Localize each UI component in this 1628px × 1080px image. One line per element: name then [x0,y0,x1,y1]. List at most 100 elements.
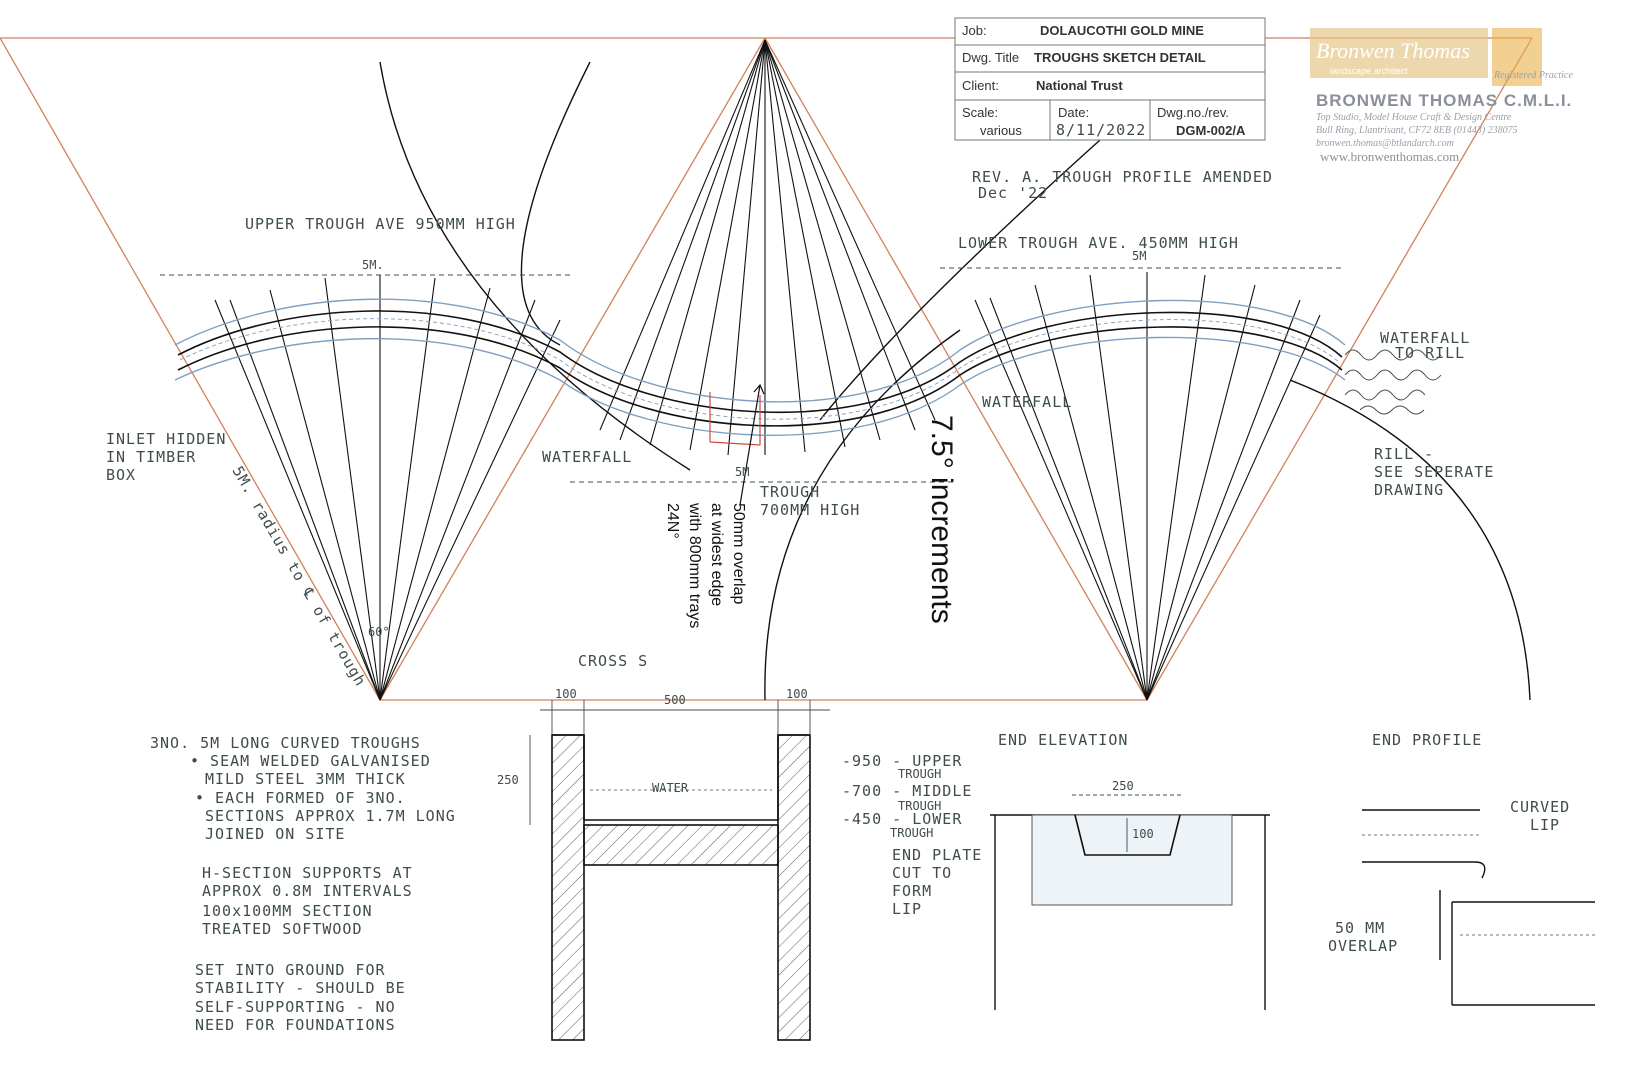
note-line: • SEAM WELDED GALVANISED [190,752,431,770]
company-email: bronwen.thomas@btlandarch.com [1316,138,1454,149]
cross-section-labels: 100 500 100 250 WATER -950 - UPPER TROUG… [497,687,972,840]
middle-trough-height: 700MM HIGH [760,501,860,519]
plan-dimensions [160,267,1345,483]
section-marker [709,392,761,446]
company-address-1: Top Studio, Model House Craft & Design C… [1316,112,1512,123]
end-elevation-dims [1072,794,1182,852]
middle-trough-dim: 5M [735,465,749,479]
height-950: -950 - UPPER [842,752,962,770]
height-700-note: TROUGH [898,799,941,813]
note-line: • EACH FORMED OF 3NO. [195,789,406,807]
height-700: -700 - MIDDLE [842,782,972,800]
end-elevation-drawing [990,814,1270,1010]
rill-label-3: DRAWING [1374,481,1444,499]
scale-label: Scale: [962,105,998,120]
company-address-2: Bull Ring, Llantrisant, CF72 8EB (01443)… [1316,125,1518,136]
dwg-title-value: TROUGHS SKETCH DETAIL [1034,50,1206,65]
cross-section-drawing [551,734,811,1041]
lower-trough-dim: 5M [1132,249,1146,263]
logo-subtext: landscape architect [1330,66,1408,76]
radial-lines-top [599,39,936,456]
company-block: Bronwen Thomas landscape architect Regis… [1310,28,1573,164]
end-dim-250: 250 [1112,779,1134,793]
height-450-note: TROUGH [890,826,933,840]
overlap-note-4: 24N° [664,503,681,539]
note-line: SET INTO GROUND FOR [195,961,386,979]
radial-lines-right [974,272,1321,701]
logo-image [1310,28,1488,78]
upper-trough-label: UPPER TROUGH AVE 950MM HIGH [245,215,516,233]
note-line: NEED FOR FOUNDATIONS [195,1016,396,1034]
dim-100-left: 100 [555,687,577,701]
increments-label: 7.5° increments [925,415,958,624]
waterfall-rill-label-2: TO RILL [1395,344,1465,362]
radial-lines-left [214,275,561,701]
height-950-note: TROUGH [898,767,941,781]
radius-arcs [379,61,1531,701]
dwg-number-value: DGM-002/A [1176,123,1246,138]
plan-annotations: REV. A. TROUGH PROFILE AMENDED Dec '22 U… [106,168,1494,749]
revision-date: Dec '22 [978,184,1048,202]
end-plate-note-3: FORM [892,882,932,900]
trough-plan [174,298,1346,436]
dim-500: 500 [664,693,686,707]
spec-notes: 3NO. 5M LONG CURVED TROUGHS • SEAM WELDE… [150,734,456,1034]
cross-section-dims [529,700,830,825]
rill-label: RILL - [1374,445,1434,463]
construction-triangles [0,37,1533,701]
scale-value: various [980,123,1022,138]
end-plate-note-2: CUT TO [892,864,952,882]
overlap-profile-note-2: OVERLAP [1328,937,1398,955]
end-elevation-title: END ELEVATION [998,731,1128,749]
note-line: H-SECTION SUPPORTS AT [202,864,413,882]
job-value: DOLAUCOTHI GOLD MINE [1040,23,1204,38]
end-dim-100: 100 [1132,827,1154,841]
inlet-label-3: BOX [106,466,136,484]
waterfall-mid-label: WATERFALL [982,393,1072,411]
end-plate-note-4: LIP [892,900,922,918]
title-block: Job: DOLAUCOTHI GOLD MINE Dwg. Title TRO… [954,17,1266,141]
client-value: National Trust [1036,78,1123,93]
inlet-label: INLET HIDDEN [106,430,226,448]
overlap-leader [739,383,765,506]
note-line: MILD STEEL 3MM THICK [205,770,406,788]
curved-lip-note-2: LIP [1530,816,1560,834]
angle-label: 60° [368,625,390,639]
overlap-note-2: at widest edge [708,503,725,606]
water-label: WATER [652,781,689,795]
rill-label-2: SEE SEPERATE [1374,463,1494,481]
end-profile-labels: CURVED LIP 50 MM OVERLAP [1328,798,1570,955]
dim-100-right: 100 [786,687,808,701]
company-website: www.bronwenthomas.com [1320,149,1459,164]
note-line: STABILITY - SHOULD BE [195,979,406,997]
inlet-label-2: IN TIMBER [106,448,196,466]
note-line: SELF-SUPPORTING - NO [195,998,396,1016]
waterfall-left-label: WATERFALL [542,448,632,466]
end-profile-drawing [1362,809,1595,1006]
client-label: Client: [962,78,999,93]
radius-label: 5M. radius to ℄ of trough [229,463,370,690]
end-plate-note: END PLATE [892,846,982,864]
date-value: 8/11/2022 [1056,121,1146,139]
note-line: 100x100MM SECTION [202,902,373,920]
dwg-number-label: Dwg.no./rev. [1157,105,1229,120]
waterfall-rill-label: WATERFALL [1380,329,1470,347]
height-450: -450 - LOWER [842,810,962,828]
cross-section-title: CROSS S [578,652,648,670]
revision-note: REV. A. TROUGH PROFILE AMENDED [972,168,1273,186]
end-elevation-labels: 250 100 END PLATE CUT TO FORM LIP [892,779,1154,918]
job-label: Job: [962,23,987,38]
note-line: SECTIONS APPROX 1.7M LONG [205,807,456,825]
overlap-note-1: 50mm overlap [730,503,747,604]
lower-trough-label: LOWER TROUGH AVE. 450MM HIGH [958,234,1239,252]
note-line: APPROX 0.8M INTERVALS [202,882,413,900]
note-line: 3NO. 5M LONG CURVED TROUGHS [150,734,421,752]
dwg-title-label: Dwg. Title [962,50,1019,65]
curved-lip-note: CURVED [1510,798,1570,816]
company-name: BRONWEN THOMAS C.M.L.I. [1316,91,1572,110]
logo-text: Bronwen Thomas [1316,38,1470,63]
middle-trough-label: TROUGH [760,483,820,501]
dim-250: 250 [497,773,519,787]
overlap-profile-note: 50 MM [1335,919,1385,937]
